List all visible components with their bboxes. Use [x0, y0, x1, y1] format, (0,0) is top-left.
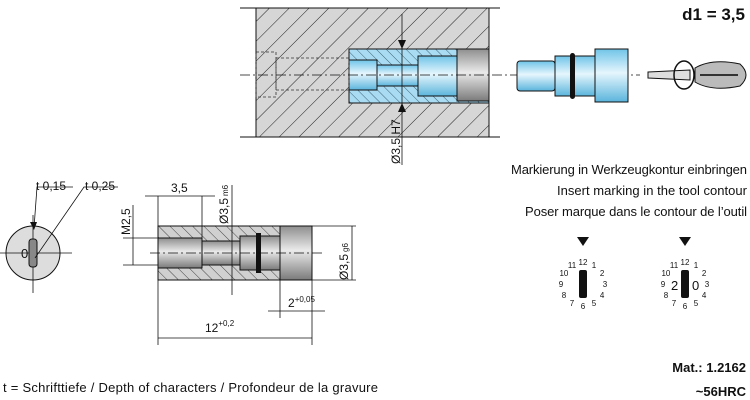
thread-length-label: 3,5	[171, 181, 188, 195]
dial-number: 12	[579, 258, 588, 267]
dial-number: 5	[592, 299, 597, 308]
dial-number: 2	[600, 269, 605, 278]
dial-number: 1	[694, 261, 699, 270]
depth-legend: t = Schrifttiefe / Depth of characters /…	[3, 380, 378, 395]
depth-label-large: t 0,25	[85, 179, 115, 193]
insert-part-blue	[516, 48, 629, 103]
marking-detail-dial: 0 t 0,15 t 0,25	[0, 179, 118, 293]
dia-g6-label: Ø3,5g6	[337, 243, 351, 280]
dial-number: 4	[600, 291, 605, 300]
year-digit-right: 0	[692, 278, 699, 293]
diameter-spec: d1 = 3,5	[682, 5, 745, 24]
dial-number: 12	[681, 258, 690, 267]
dial-center-number: 0	[21, 246, 28, 261]
total-length-label: 12+0,2	[205, 319, 235, 335]
dial-number: 8	[664, 291, 669, 300]
dial-number: 5	[694, 299, 699, 308]
year-digit-left: 2	[671, 278, 678, 293]
dial-number: 10	[661, 269, 670, 278]
dial-number: 2	[702, 269, 707, 278]
hardness-label: ~56HRC	[696, 384, 747, 399]
dial-number: 10	[559, 269, 568, 278]
dial-number: 7	[570, 299, 575, 308]
dial-number: 3	[705, 280, 710, 289]
dial-number: 1	[592, 261, 597, 270]
pointer-icon	[577, 237, 589, 246]
material-label: Mat.: 1.2162	[672, 360, 746, 375]
dial-number: 9	[661, 280, 666, 289]
dial-number: 4	[702, 291, 707, 300]
dia-m6-label: Ø3,5m6	[217, 184, 231, 224]
dial-number: 8	[562, 291, 567, 300]
instruction-fr: Poser marque dans le contour de l’outil	[525, 204, 747, 219]
thread-label: M2,5	[119, 208, 133, 235]
dial-number: 11	[568, 261, 577, 270]
dial-number: 9	[559, 280, 564, 289]
instruction-de: Markierung in Werkzeugkontur einbringen	[511, 162, 747, 177]
depth-label-small: t 0,15	[36, 179, 66, 193]
dial-number: 11	[670, 261, 679, 270]
screwdriver-icon	[647, 60, 747, 90]
insert-side-view: 3,5 M2,5 Ø3,5m6 Ø3,5g6 2+0,05 12+0,2	[119, 181, 356, 345]
tool-section-view: Ø3,5 H7	[240, 7, 640, 165]
dial-number: 3	[603, 280, 608, 289]
dial-number: 6	[581, 302, 586, 311]
head-length-label: 2+0,05	[288, 295, 315, 310]
dial-number: 6	[683, 302, 688, 311]
dial-number: 7	[672, 299, 677, 308]
bore-diameter-label: Ø3,5 H7	[389, 119, 403, 164]
pointer-icon	[679, 237, 691, 246]
instruction-en: Insert marking in the tool contour	[557, 183, 748, 198]
